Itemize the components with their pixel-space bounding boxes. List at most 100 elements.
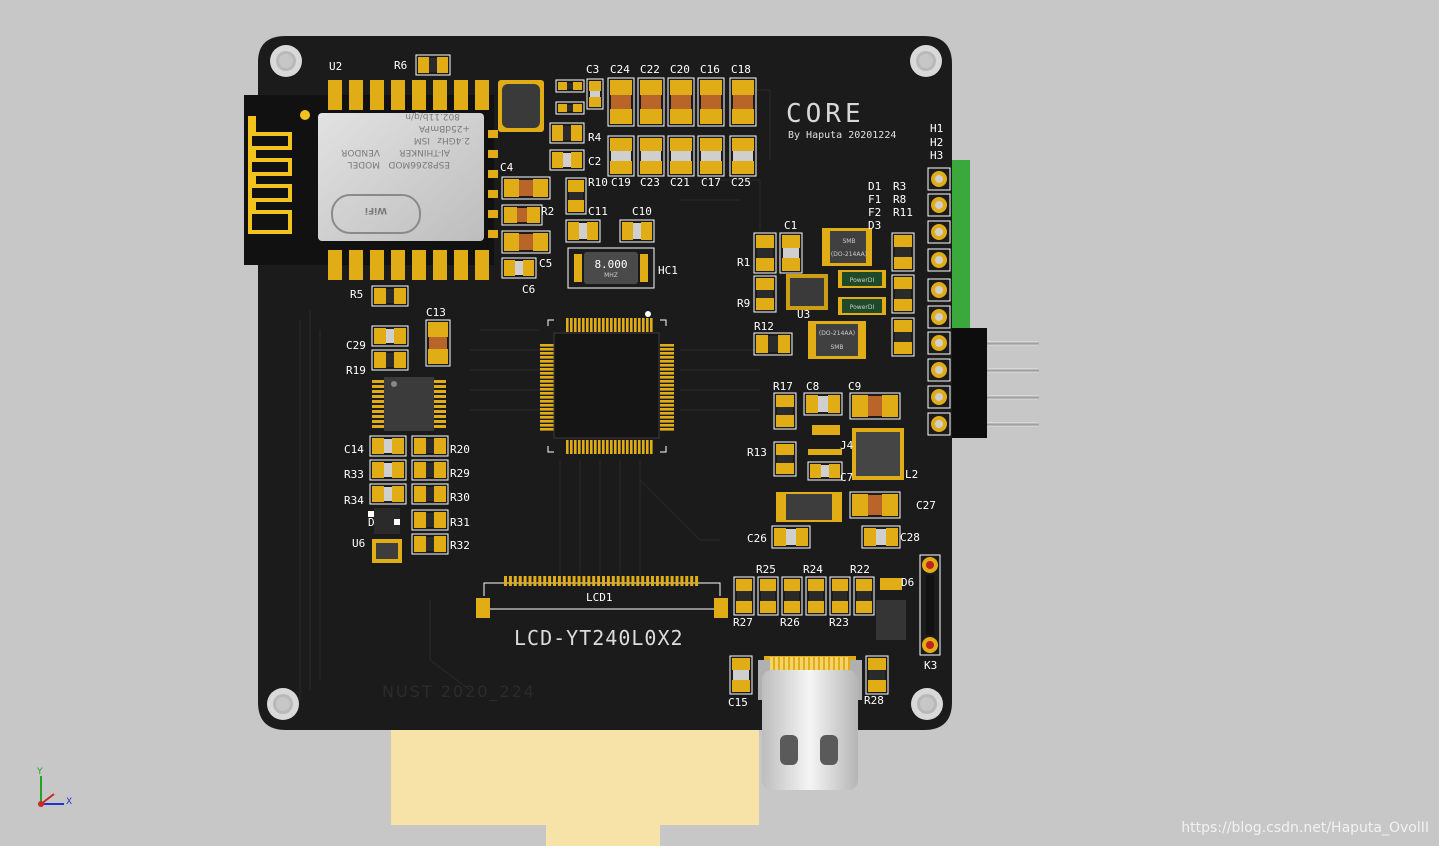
ref-d6: D6	[901, 576, 914, 589]
module-pad	[433, 250, 447, 280]
fpc-pin	[626, 576, 630, 586]
passive-outline	[697, 77, 725, 127]
passive-outline	[733, 576, 755, 616]
passive-pad	[808, 601, 824, 613]
ref-h3: H3	[930, 149, 943, 162]
qfp-pin	[622, 318, 625, 332]
ref-r19: R19	[346, 364, 366, 377]
passive-pad	[776, 463, 794, 474]
passive-pad	[533, 179, 548, 197]
module-pads-side	[488, 130, 498, 238]
passive-body	[737, 591, 751, 601]
passive-component	[619, 219, 655, 243]
ref-l2: L2	[905, 468, 918, 481]
fpc-pin	[665, 576, 669, 586]
crystal-ref: HC1	[658, 264, 678, 277]
ic-pin	[372, 395, 384, 398]
qfp-pin	[650, 440, 653, 454]
passive-component	[773, 441, 797, 477]
fpc-pin	[636, 576, 640, 586]
passive-pad	[392, 486, 404, 502]
passive-pad	[558, 82, 567, 90]
passive-pad	[700, 138, 722, 151]
passive-body	[895, 332, 911, 342]
passive-outline	[371, 285, 409, 307]
passive-body	[821, 465, 829, 477]
ref-c20: C20	[670, 63, 690, 76]
passive-pad	[434, 462, 446, 478]
passive-pad	[808, 579, 824, 591]
module-pad	[391, 250, 405, 280]
passive-component	[411, 509, 449, 531]
passive-component	[891, 317, 915, 357]
passive-pad	[573, 104, 582, 112]
passive-component	[849, 491, 901, 519]
passive-pad	[374, 288, 386, 304]
ref-c13: C13	[426, 306, 446, 319]
qfp-pin	[660, 372, 674, 375]
ref-c24: C24	[610, 63, 630, 76]
qfp-outline	[660, 446, 667, 453]
passive-outline	[861, 525, 901, 549]
qfp-pin	[540, 364, 554, 367]
ic-pin	[434, 390, 446, 393]
ref-r24: R24	[803, 563, 823, 576]
passive-body	[426, 513, 434, 527]
usb-pin	[845, 657, 848, 671]
fpc-pin	[518, 576, 522, 586]
fpc-pin	[641, 576, 645, 586]
passive-pad	[372, 486, 384, 502]
module-pad	[488, 130, 498, 138]
fpc-pin	[670, 576, 674, 586]
passive-pad	[558, 104, 567, 112]
passive-outline	[667, 135, 695, 177]
wifi-logo-text: WiFi	[365, 205, 387, 215]
passive-body	[386, 353, 394, 367]
passive-component	[371, 349, 409, 371]
ref-r29: R29	[450, 467, 470, 480]
passive-outline	[865, 655, 889, 695]
ic-pin	[372, 405, 384, 408]
ref-r10: R10	[588, 176, 608, 189]
passive-component	[369, 483, 407, 505]
qfp-pin	[646, 440, 649, 454]
module-pads-bottom	[328, 250, 489, 280]
header-pad-outline	[927, 385, 951, 409]
passive-pad	[622, 222, 633, 240]
passive-pad	[756, 235, 774, 248]
passive-body	[786, 529, 796, 545]
fpc-pin	[504, 576, 507, 586]
module-pad	[488, 210, 498, 218]
passive-pad	[640, 109, 662, 124]
passive-component	[773, 392, 797, 430]
u3-ic	[786, 274, 828, 310]
ic-pin	[372, 415, 384, 418]
ref-r2: R2	[541, 205, 554, 218]
passive-body	[777, 455, 793, 463]
wifi-module: WiFi MODEL ESP8266MOD VENDOR AI-THINKER …	[244, 80, 498, 280]
passive-body	[579, 223, 587, 239]
header-pad-outline	[927, 331, 951, 355]
ref-d1: D1	[868, 180, 881, 193]
watermark-url: https://blog.csdn.net/Haputa_OvolII	[1181, 820, 1429, 836]
lcd-connector	[476, 576, 728, 618]
module-pad	[488, 170, 498, 178]
passive-outline	[729, 77, 757, 127]
qfp-pin	[634, 318, 637, 332]
ref-d: D	[368, 516, 375, 529]
module-pad	[412, 250, 426, 280]
passive-component	[891, 232, 915, 272]
qfp-pin	[618, 440, 621, 454]
qfp-pin	[610, 440, 613, 454]
passive-pad	[610, 109, 632, 124]
passive-component	[729, 77, 757, 127]
passive-body	[386, 289, 394, 303]
passive-pad	[434, 512, 446, 528]
usb-c-connector	[758, 656, 862, 790]
passive-pad	[589, 81, 601, 91]
powerdi-1: PowerDI	[838, 270, 886, 288]
passive-pad	[700, 109, 722, 124]
ref-r33: R33	[344, 468, 364, 481]
fpc-pin	[616, 576, 620, 586]
passive-outline	[805, 576, 827, 616]
